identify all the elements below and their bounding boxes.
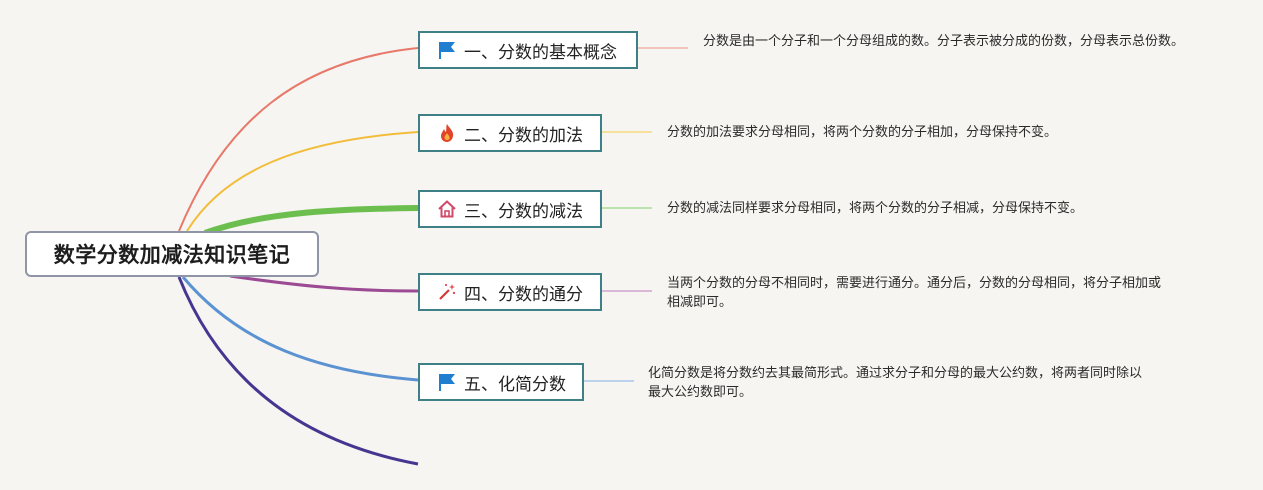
home-icon: [436, 198, 458, 220]
note-3: 分数的减法同样要求分母相同，将两个分数的分子相减，分母保持不变。: [667, 201, 1084, 216]
branch-topic-3[interactable]: 三、分数的减法: [418, 190, 602, 228]
flag-icon: [436, 371, 458, 393]
branch-label-4: 四、分数的通分: [464, 284, 583, 305]
branch-label-1: 一、分数的基本概念: [464, 42, 617, 63]
branch-connector-1: [178, 47, 419, 232]
note-2: 分数的加法要求分母相同，将两个分数的分子相加，分母保持不变。: [667, 125, 1058, 140]
note-1: 分数是由一个分子和一个分母组成的数。分子表示被分成的份数，分母表示总份数。: [703, 34, 1185, 49]
branch-connector-4: [229, 274, 419, 293]
note-5: 化简分数是将分数约去其最简形式。通过求分子和分母的最大公约数，将两者同时除以最大…: [648, 366, 1143, 400]
branch-label-2: 二、分数的加法: [464, 125, 583, 146]
magic-wand-icon: [436, 281, 458, 303]
branch-label-5: 五、化简分数: [464, 374, 566, 395]
branch-connector-5: [181, 276, 419, 382]
fire-icon: [436, 122, 458, 144]
note-4: 当两个分数的分母不相同时，需要进行通分。通分后，分数的分母相同，将分子相加或相减…: [667, 276, 1162, 310]
branch-connector-3: [203, 205, 419, 236]
flag-icon: [436, 39, 458, 61]
branch-topic-1[interactable]: 一、分数的基本概念: [418, 31, 638, 69]
root-topic[interactable]: 数学分数加减法知识笔记: [25, 231, 319, 277]
branch-topic-2[interactable]: 二、分数的加法: [418, 114, 602, 152]
branch-topic-4[interactable]: 四、分数的通分: [418, 273, 602, 311]
branch-connector-6: [177, 276, 419, 466]
branch-connector-2: [186, 131, 419, 232]
root-title: 数学分数加减法知识笔记: [53, 243, 291, 267]
branch-topic-5[interactable]: 五、化简分数: [418, 363, 584, 401]
branch-label-3: 三、分数的减法: [464, 201, 583, 222]
